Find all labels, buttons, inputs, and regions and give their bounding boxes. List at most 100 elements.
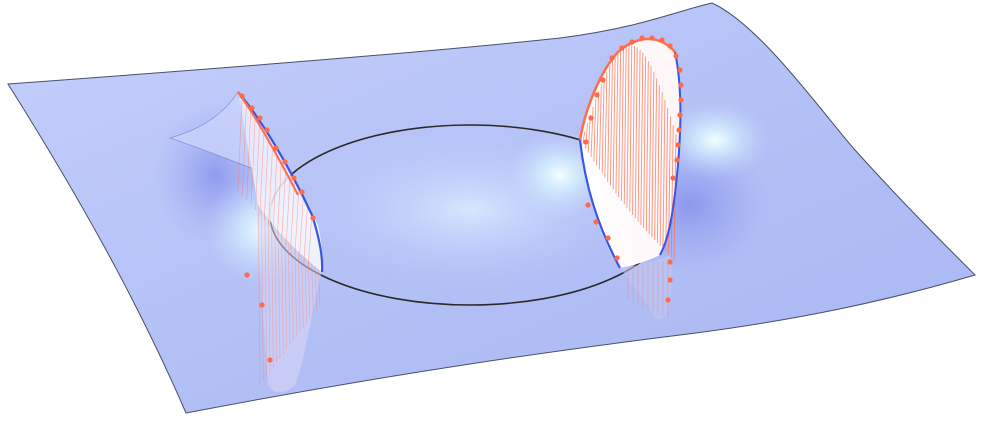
sample-dot [282,159,288,165]
left-upper-stem [277,160,282,236]
right-sheet-stem [593,98,597,162]
sample-dot [667,259,673,265]
right-sheet-stem [607,66,611,182]
left-upper-stem [290,182,295,251]
left-lower-stem [284,221,288,350]
right-sheet-stem [662,100,666,249]
right-sheet-stem [632,46,635,215]
left-lower-stem [274,209,278,363]
sample-dot [583,139,589,145]
right-sheet-stem [582,131,586,145]
right-upper-stems [580,45,677,261]
sample-dot [639,35,645,41]
left-lower-stem [257,189,261,386]
left-lower-stems [257,189,321,386]
right-sheet-stem [590,106,594,158]
sample-dots [239,35,684,363]
left-lower-stem [270,205,274,368]
sample-dot [600,77,606,83]
right-sheet-stem [637,49,641,222]
sample-dot [675,142,681,148]
right-sheet-stem [587,114,591,153]
right-sheet-stem [612,56,616,190]
sample-dot [588,115,594,121]
right-sheet-stem [640,52,644,225]
sample-dot [629,39,635,45]
left-upper-stem [285,175,291,246]
sample-dot [619,45,625,51]
sample-dot [677,67,683,73]
left-upper-stem [298,196,304,261]
left-lower-stem [290,228,294,341]
sample-dot [249,105,255,111]
left-blue-curve [237,91,324,273]
right-sheet-stem [618,49,622,198]
sample-dot [259,302,265,308]
left-upper-stem [272,153,278,231]
sample-dot [674,157,680,163]
sample-dot [665,297,671,303]
left-upper-stem [242,103,247,196]
sample-dot [594,92,600,98]
left-upper-stem [237,95,243,191]
left-lower-sheet [255,178,322,393]
right-sheet-stem [643,56,647,228]
left-upper-stem [250,117,256,206]
left-upper-stem [307,210,313,271]
right-sheet-stem [623,46,627,205]
right-red-top-curve [578,37,676,141]
sample-dot [244,272,250,278]
left-lower-stem [260,193,264,381]
left-lower-stem [280,217,284,354]
left-lower-stem [264,197,268,377]
right-sheet-stem [629,45,633,212]
left-lower-stem [297,236,301,332]
left-upper-stem [303,203,308,266]
right-glow-2 [660,100,770,180]
right-sheet-stem [596,91,600,166]
sample-dot [670,175,676,181]
left-lower-stem [287,224,291,346]
right-sheet-stem [609,60,613,186]
sample-dot [257,115,263,121]
left-upper-stems [237,95,313,271]
left-lower-stem [277,213,281,359]
left-lower-stem [267,201,271,372]
right-sheet-stem [604,71,608,178]
right-sheet-stem [621,47,624,201]
left-upper-stem [281,167,287,241]
sample-dot [593,219,599,225]
sample-dot [678,97,684,103]
left-upper-stem [246,110,252,201]
right-sheet-stem [651,71,655,238]
right-lower-stems [627,260,669,318]
sample-dot [264,127,270,133]
right-sheet-stem [634,47,638,219]
sample-dot [659,37,665,43]
right-sheet-stem [598,84,602,170]
sample-dot [291,175,297,181]
sample-dot [299,189,305,195]
sample-dot [614,255,620,261]
left-red-top-curve [237,91,299,196]
right-sheet-stem [656,85,660,244]
sample-dot [673,53,679,59]
right-lower-sheet [620,255,672,320]
right-sheet-stem [626,45,630,209]
right-sheet-stem [654,78,658,241]
sample-dot [239,93,245,99]
left-upper-sheet [238,92,323,272]
sample-dot [605,235,611,241]
right-sheet-stem [665,108,669,252]
sample-dot [310,215,316,221]
left-lower-stem [294,232,298,337]
right-sheet-stem [645,61,649,232]
left-lower-stem [300,240,304,328]
sample-dot [667,43,673,49]
left-upper-stem [294,189,300,256]
sample-dot [677,112,683,118]
sample-dot [667,277,673,283]
right-blue-curve [578,139,621,269]
right-sheet-stem [601,77,605,174]
